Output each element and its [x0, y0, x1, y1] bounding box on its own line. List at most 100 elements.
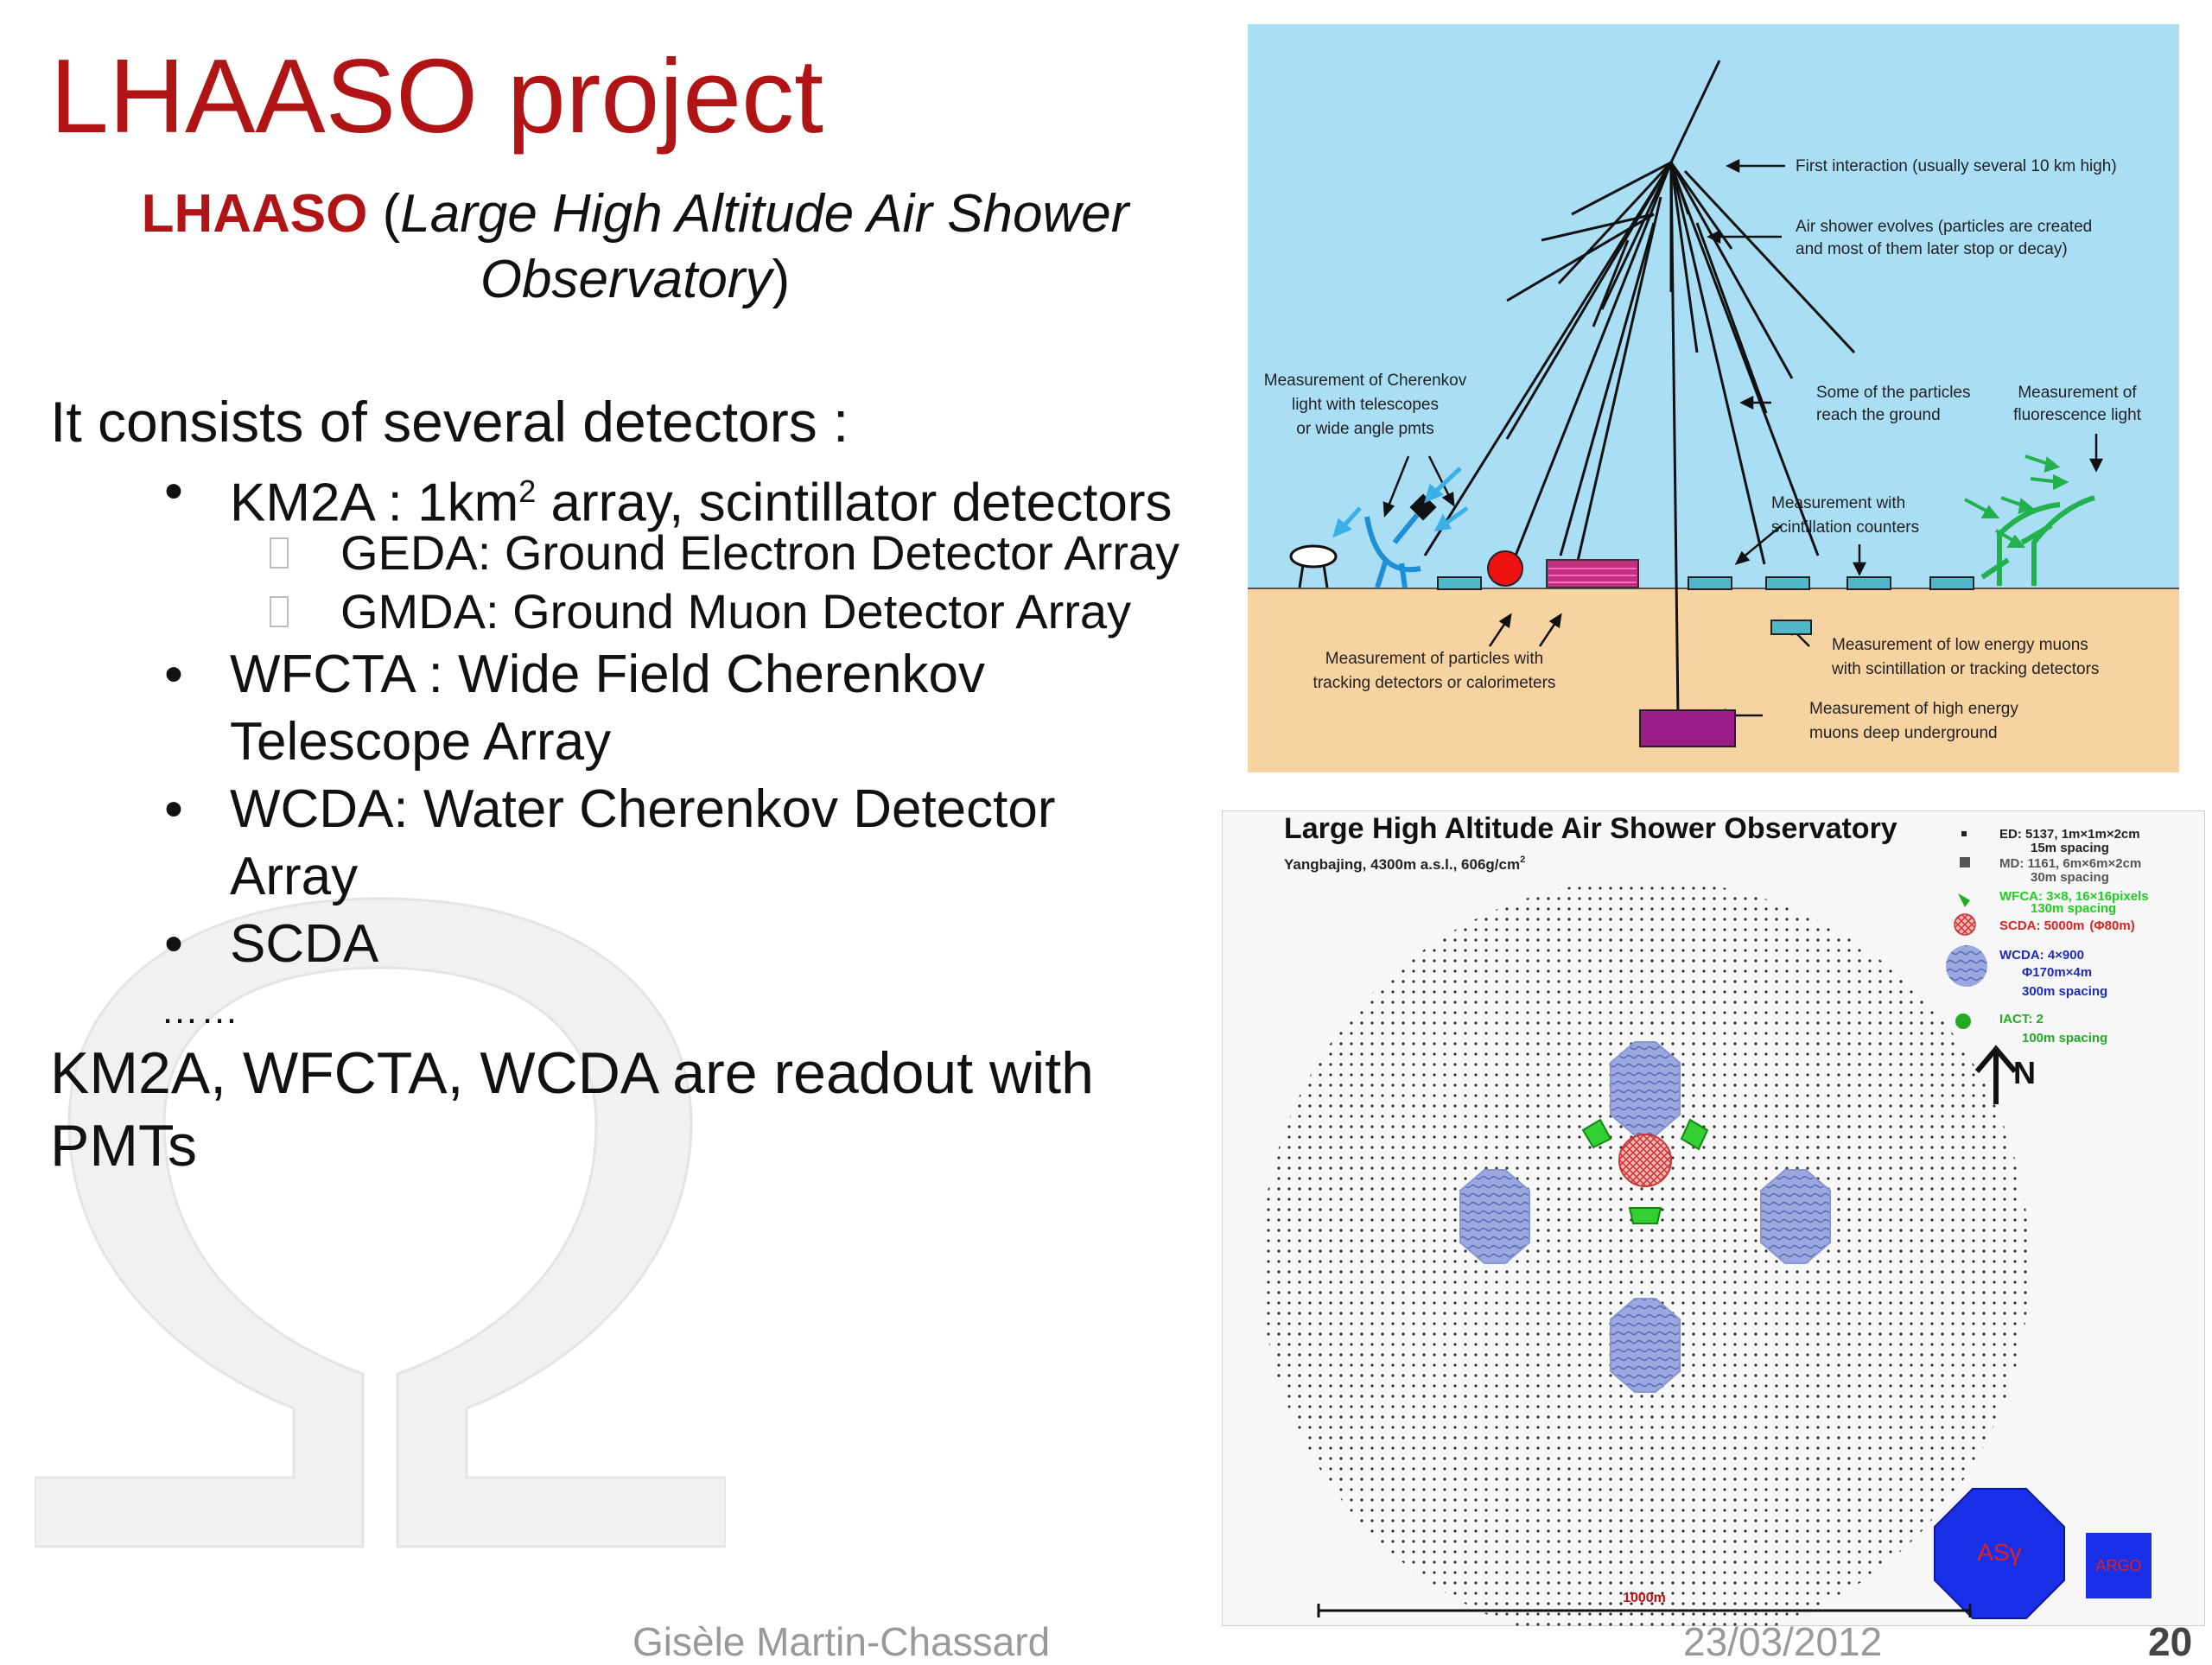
annotation-arrows [1382, 158, 2104, 723]
bullet-wfcta-cont: Telescope Array [230, 712, 612, 772]
label-cherenkov-3: or wide angle pmts [1296, 420, 1433, 438]
lhaaso-layout-figure: Large High Altitude Air Shower Observato… [1222, 810, 2205, 1626]
subtitle-acronym: LHAASO [141, 184, 368, 244]
tracking-detector-icon [1546, 559, 1639, 588]
label-tracking-1: Measurement of particles with [1325, 650, 1543, 668]
label-reach-1: Some of the particles [1816, 384, 1970, 402]
wide-angle-pmt-icon [1289, 544, 1338, 588]
subtitle-full-name: Large High Altitude Air Shower Observato… [400, 184, 1129, 309]
intro-text: It consists of several detectors : [50, 390, 849, 454]
bullet-wcda-cont: Array [230, 847, 359, 906]
fluorescence-light-arrows [1964, 454, 2069, 548]
cherenkov-light-arrows [1332, 467, 1469, 538]
legend-ed-1: ED: 5137, 1m×1m×2cm [1999, 827, 2140, 842]
sub-bullet-geda: GEDA: Ground Electron Detector Array [340, 525, 1180, 580]
label-cherenkov-2: light with telescopes [1292, 396, 1439, 414]
legend-scda: SCDA: 5000m(Φ80m) [1999, 918, 2135, 933]
checkbox-icon [270, 596, 289, 627]
air-shower-figure: First interaction (usually several 10 km… [1248, 24, 2179, 772]
label-fluor-1: Measurement of [2018, 384, 2137, 402]
shower-tracks [1423, 60, 1856, 716]
bullet-km2a-sup: 2 [518, 473, 537, 509]
label-lowmuon-2: with scintillation or tracking detectors [1831, 660, 2099, 678]
layout-title: Large High Altitude Air Shower Observato… [1284, 812, 1897, 845]
omega-watermark [35, 897, 726, 1548]
label-first-interaction: First interaction (usually several 10 km… [1796, 157, 2117, 175]
bullet-km2a-rest: array, scintillator detectors [536, 473, 1173, 533]
bullet-wfcta: WFCTA : Wide Field Cherenkov [230, 645, 985, 704]
bullet-km2a: KM2A : 1km2 array, scintillator detector… [230, 458, 1172, 537]
label-tracking-2: tracking detectors or calorimeters [1313, 674, 1556, 692]
legend-ed-marker [1961, 831, 1967, 836]
label-highmuon-1: Measurement of high energy [1809, 700, 2018, 718]
label-highmuon-2: muons deep underground [1809, 724, 1998, 742]
scintillator-counters [1437, 576, 1974, 590]
legend-wcda-1: WCDA: 4×900 [1999, 948, 2084, 963]
label-shower-evolves-1: Air shower evolves (particles are create… [1796, 218, 2092, 236]
legend: ED: 5137, 1m×1m×2cm 15m spacing MD: 1161… [1946, 827, 2149, 1045]
bullet-km2a-label: KM2A : 1km [230, 473, 519, 533]
wcda-pool-north [1610, 1041, 1681, 1136]
north-label: N [2013, 1055, 2036, 1090]
subtitle-open-paren: ( [367, 184, 401, 244]
legend-wcda-3: 300m spacing [2022, 984, 2107, 999]
asg-array [1934, 1488, 2065, 1619]
wcda-pool-east [1760, 1169, 1831, 1264]
label-scint-1: Measurement with [1771, 494, 1905, 512]
legend-wfca-2: 130m spacing [2031, 901, 2116, 916]
page-number: 20 [2148, 1619, 2193, 1664]
scale-bar [1317, 1604, 1972, 1617]
footer-author: Gisèle Martin-Chassard [632, 1619, 1051, 1664]
legend-wcda-marker [1946, 945, 1987, 987]
legend-wcda-2: Φ170m×4m [2022, 965, 2092, 980]
closing-line-2: PMTs [50, 1113, 197, 1179]
legend-iact-2: 100m spacing [2022, 1031, 2107, 1045]
label-scint-2: scintillation counters [1771, 518, 1919, 537]
calorimeter-icon [1487, 550, 1523, 587]
closing-line-1: KM2A, WFCTA, WCDA are readout with [50, 1040, 1094, 1106]
legend-wfca-1: WFCA: 3×8, 16×16pixels [1999, 889, 2149, 904]
legend-ed-2: 15m spacing [2031, 841, 2109, 855]
sub-bullet-gmda: GMDA: Ground Muon Detector Array [340, 584, 1132, 639]
bullet-dot: • [164, 461, 183, 521]
sky-area [1248, 24, 2179, 588]
deep-underground-detector [1639, 709, 1736, 747]
bullet-dot: • [164, 914, 183, 974]
km2a-array [1261, 880, 2030, 1626]
legend-md-marker [1960, 857, 1970, 867]
legend-md-1: MD: 1161, 6m×6m×2cm [1999, 856, 2141, 871]
wcda-pools [1459, 1041, 1831, 1393]
bullet-dot: • [164, 645, 183, 704]
bullet-scda: SCDA [230, 914, 379, 974]
label-shower-evolves-2: and most of them later stop or decay) [1796, 240, 2068, 258]
ellipsis: …… [161, 989, 240, 1032]
scda-array [1618, 1134, 1672, 1187]
slide-title: LHAASO project [50, 37, 824, 155]
legend-iact-1: IACT: 2 [1999, 1012, 2044, 1026]
cherenkov-telescope-icon [1364, 513, 1421, 588]
argo-label: ARGO [2095, 1557, 2141, 1574]
bullet-dot: • [164, 779, 183, 839]
legend-iact-marker [1955, 1014, 1971, 1029]
footer-date: 23/03/2012 [1683, 1619, 1883, 1664]
label-cherenkov-1: Measurement of Cherenkov [1264, 372, 1467, 390]
layout-site: Yangbajing, 4300m a.s.l., 606g/cm2 [1284, 855, 1525, 873]
label-reach-2: reach the ground [1816, 406, 1941, 424]
legend-scda-marker [1954, 913, 1976, 936]
slide-subtitle: LHAASO (Large High Altitude Air Shower O… [78, 181, 1192, 313]
legend-wfca-marker [1958, 893, 1970, 907]
checkbox-icon [270, 537, 289, 569]
scale-label: 1000m [1623, 1591, 1666, 1605]
wcda-pool-west [1459, 1169, 1530, 1264]
north-arrow [1974, 1045, 2018, 1104]
closing-text: KM2A, WFCTA, WCDA are readout with PMTs [50, 1037, 1173, 1182]
low-energy-muon-detector [1770, 620, 1812, 635]
wcda-pool-south [1610, 1298, 1681, 1393]
subtitle-close-paren: ) [772, 250, 791, 309]
label-lowmuon-1: Measurement of low energy muons [1832, 636, 2088, 654]
asg-label: ASγ [1977, 1539, 2021, 1566]
legend-md-2: 30m spacing [2031, 870, 2109, 885]
label-fluor-2: fluorescence light [2013, 406, 2142, 424]
bullet-wcda: WCDA: Water Cherenkov Detector [230, 779, 1056, 839]
argo-array [2086, 1533, 2152, 1598]
